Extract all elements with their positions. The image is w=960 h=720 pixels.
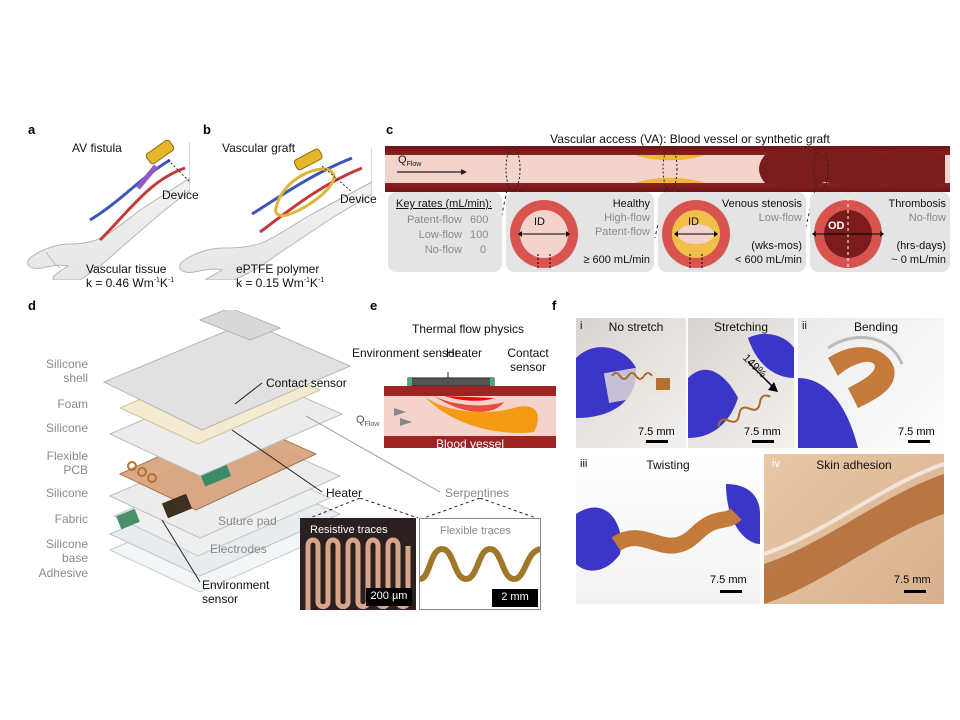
serpentines-label: Serpentines — [445, 486, 510, 500]
arm-illustration — [179, 148, 372, 280]
photo-twisting: iii Twisting 7.5 mm — [576, 454, 760, 604]
inner-diameter-label: ID — [688, 216, 699, 228]
photo-title: Twisting — [646, 458, 690, 472]
device-label: Device — [340, 192, 377, 206]
stenosis-flow: Low-flow — [758, 212, 802, 224]
photo-skin-adhesion: iv Skin adhesion 7.5 mm — [764, 454, 944, 604]
vessel-tube — [385, 146, 950, 192]
key-rates-title: Key rates (mL/min): — [396, 198, 492, 210]
key-rate-label: Low-flow — [418, 229, 462, 241]
photo-no-stretch: i No stretch 7.5 mm — [576, 318, 686, 448]
outer-diameter-label: OD — [828, 220, 845, 232]
micrograph-title: Flexible traces — [440, 525, 511, 537]
scale-bar — [752, 440, 774, 443]
panel-letter: d — [28, 298, 36, 313]
scale-bar: 200 µm — [366, 588, 412, 606]
photo-title: Skin adhesion — [816, 458, 892, 472]
inner-diameter-label: ID — [534, 216, 545, 228]
panel-letter: f — [552, 298, 557, 313]
panel-title: AV fistula — [72, 141, 122, 155]
layer-label: Adhesive — [38, 566, 88, 580]
panel-letter: e — [370, 298, 378, 313]
scale-bar-label: 7.5 mm — [638, 426, 675, 438]
contact-sensor-label: Contact sensor — [507, 346, 549, 374]
scale-bar — [646, 440, 668, 443]
panel-letter: b — [203, 122, 211, 137]
thermal-flow-diagram — [384, 372, 556, 448]
key-rate-value: 0 — [480, 244, 487, 256]
key-rate-label: Patent-flow — [406, 214, 462, 226]
photo-title: No stretch — [608, 320, 664, 334]
layer-label: Silicone — [45, 421, 88, 435]
key-rate-label: No-flow — [424, 244, 462, 256]
scale-bar: 2 mm — [492, 589, 538, 607]
scale-bar — [908, 440, 930, 443]
material-label: ePTFE polymer — [236, 262, 320, 276]
zoom-connectors — [309, 498, 537, 519]
key-rate-value: 100 — [470, 229, 489, 241]
thrombosis-flow: No-flow — [908, 212, 946, 224]
flow-label: QFlow — [356, 414, 380, 429]
resistive-traces-micrograph: Resistive traces 200 µm — [300, 518, 416, 610]
arm-illustration — [27, 140, 190, 280]
photo-title: Bending — [853, 320, 899, 334]
layer-label: Silicone shell — [45, 357, 88, 385]
healthy-card: ID Healthy High-flow Patent-flow ≥ 600 m… — [506, 192, 654, 272]
panel-title: Vascular graft — [222, 141, 296, 155]
photo-roman: i — [580, 320, 583, 332]
panel-title: Vascular access (VA): Blood vessel or sy… — [550, 132, 830, 146]
layer-label: Silicone — [45, 486, 88, 500]
scale-bar — [720, 590, 742, 593]
electrodes-label: Electrodes — [210, 542, 267, 556]
photo-title: Stretching — [713, 320, 769, 334]
healthy-rate: ≥ 600 mL/min — [583, 254, 650, 266]
panel-letter: a — [28, 122, 36, 137]
material-label: Vascular tissue — [86, 262, 167, 276]
scale-bar-label: 7.5 mm — [710, 574, 747, 586]
healthy-cross-section — [510, 200, 578, 268]
thrombosis-rate: ~ 0 mL/min — [891, 254, 946, 266]
key-rate-value: 600 — [470, 214, 489, 226]
thrombosis-card: OD Thrombosis No-flow (hrs-days) ~ 0 mL/… — [810, 192, 950, 272]
micrograph-title: Resistive traces — [310, 524, 388, 536]
scale-bar-label: 7.5 mm — [744, 426, 781, 438]
environment-sensor-label: Environment sensor — [202, 578, 270, 606]
photo-bending: ii Bending 7.5 mm — [798, 318, 944, 448]
stenosis-cross-section — [662, 200, 730, 268]
stenosis-card: ID Venous stenosis Low-flow (wks-mos) < … — [658, 192, 806, 272]
environment-sensor-label: Environment sensor — [352, 346, 459, 360]
healthy-title: Healthy — [612, 198, 650, 210]
layer-label: Fabric — [54, 512, 88, 526]
flexible-traces-micrograph: Flexible traces 2 mm — [419, 518, 541, 610]
scale-bar-label: 7.5 mm — [894, 574, 931, 586]
layer-label: Flexible PCB — [46, 449, 88, 477]
photo-stretching: Stretching 149% 7.5 mm — [688, 318, 794, 448]
photo-roman: ii — [802, 320, 807, 332]
stenosis-rate: < 600 mL/min — [735, 254, 802, 266]
blood-vessel-label: Blood vessel — [435, 437, 505, 451]
stenosis-title: Venous stenosis — [721, 198, 802, 210]
contact-sensor-label: Contact sensor — [266, 376, 347, 390]
panel-title: Thermal flow physics — [412, 322, 525, 336]
photo-roman: iv — [772, 458, 780, 470]
layer-label: Foam — [57, 397, 88, 411]
key-rates-box: Key rates (mL/min): Patent-flow 600 Low-… — [388, 192, 502, 272]
scale-bar — [904, 590, 926, 593]
flow-label: QFlow — [398, 154, 422, 169]
thrombosis-title: Thrombosis — [888, 198, 946, 210]
photo-roman: iii — [580, 458, 588, 470]
panel-letter: c — [386, 122, 394, 137]
healthy-patency: Patent-flow — [594, 226, 650, 238]
scale-bar-label: 7.5 mm — [898, 426, 935, 438]
suture-pad-label: Suture pad — [218, 514, 277, 528]
heater-label: Heater — [446, 346, 483, 360]
thrombosis-time: (hrs-days) — [896, 240, 946, 252]
conductivity-label: k = 0.15 Wm-1K-1 — [236, 276, 325, 290]
conductivity-label: k = 0.46 Wm-1K-1 — [86, 276, 175, 290]
stenosis-time: (wks-mos) — [751, 240, 802, 252]
thrombosis-cross-section — [812, 198, 884, 270]
device-label: Device — [162, 188, 199, 202]
healthy-flow: High-flow — [604, 212, 650, 224]
layer-label: Silicone base — [45, 537, 88, 565]
